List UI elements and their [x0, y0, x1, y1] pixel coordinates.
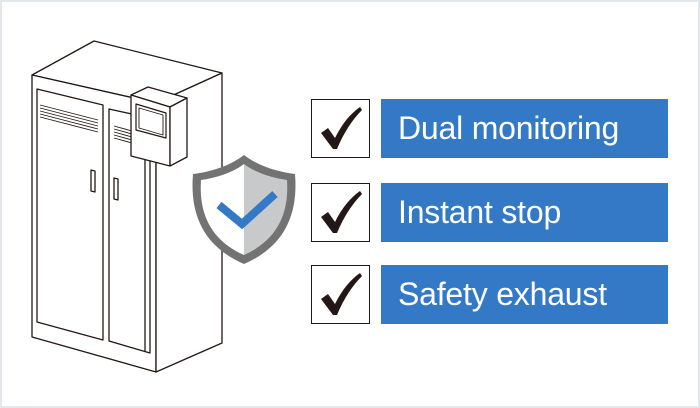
feature-label: Safety exhaust: [381, 265, 668, 324]
checkmark-icon: [321, 191, 362, 233]
feature-item-instant-stop: Instant stop: [311, 183, 668, 243]
checkbox: [311, 265, 370, 324]
checkmark-icon: [321, 273, 362, 315]
feature-item-safety-exhaust: Safety exhaust: [311, 265, 668, 325]
checkbox: [311, 183, 370, 242]
cabinet-icon: [31, 40, 223, 373]
checkmark-icon: [321, 107, 362, 149]
checkbox: [311, 99, 370, 158]
shield-icon: [192, 155, 296, 264]
feature-item-dual-monitoring: Dual monitoring: [311, 99, 668, 159]
feature-label: Instant stop: [381, 183, 668, 242]
feature-label: Dual monitoring: [381, 99, 668, 158]
